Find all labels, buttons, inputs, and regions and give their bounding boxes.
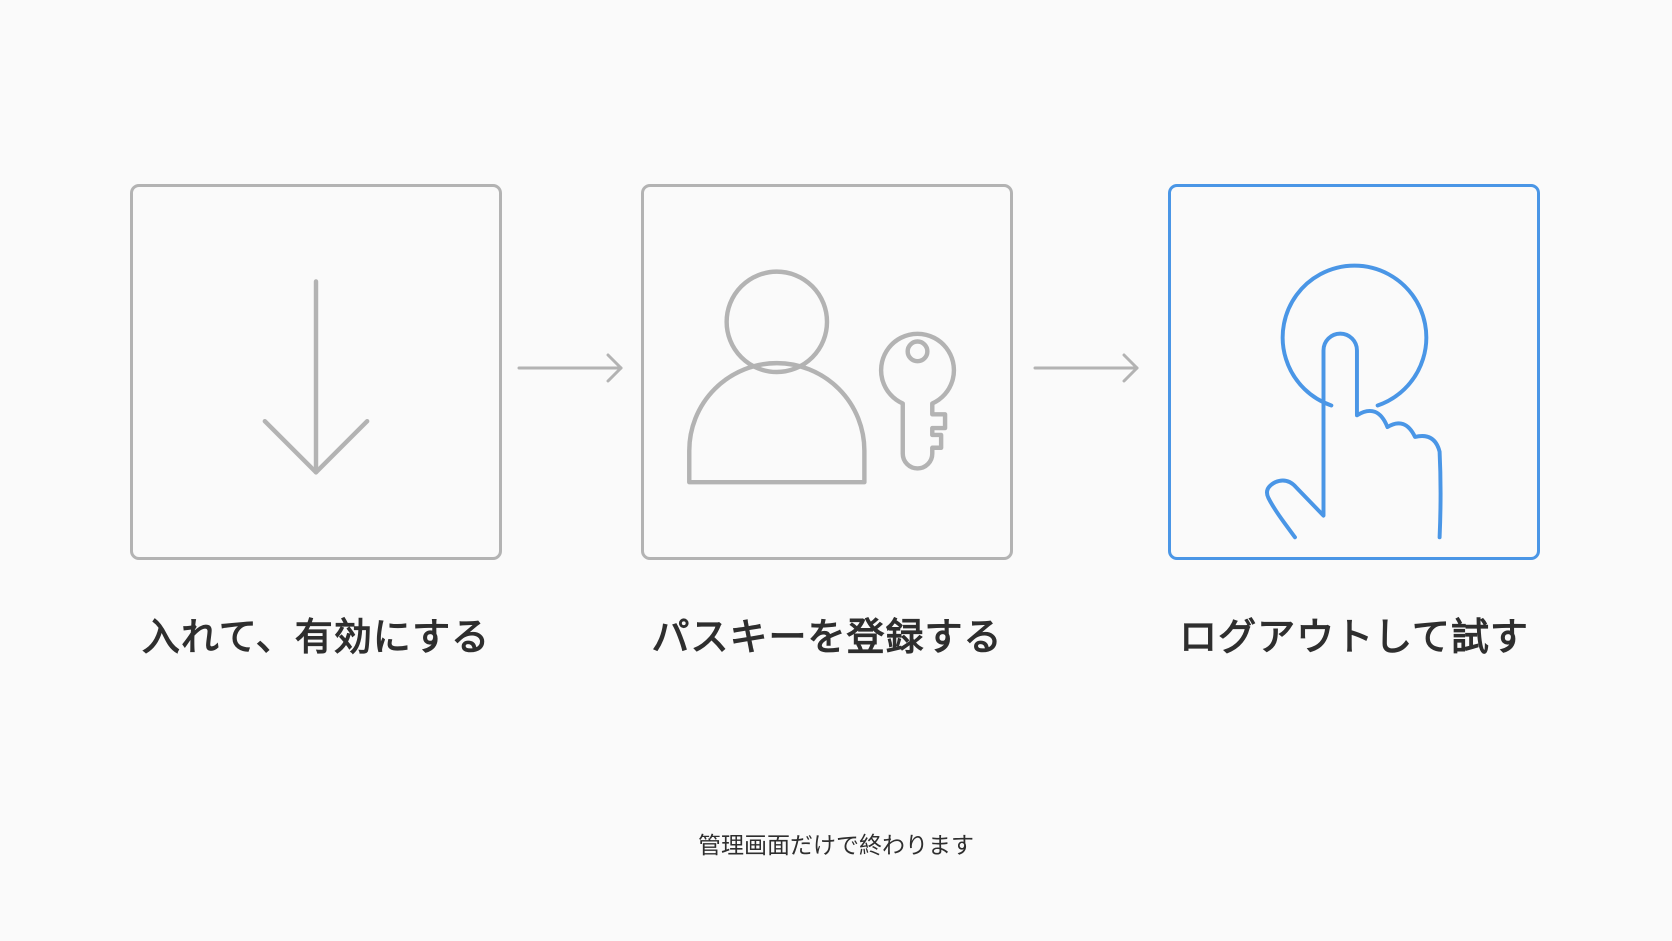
user-head: [724, 269, 830, 375]
key-icon: [878, 331, 957, 471]
tap-ripple: [1280, 263, 1429, 408]
download-arrow-icon: [262, 279, 370, 475]
user-key-icon: [687, 269, 957, 485]
step-2-label: パスキーを登録する: [651, 615, 1003, 659]
arrow-right-icon: [1033, 353, 1139, 383]
footer-note: 管理画面だけで終わります: [698, 833, 974, 859]
step-2-card: [641, 184, 1013, 560]
pointing-hand: [1265, 331, 1443, 540]
arrow-right-icon: [517, 353, 623, 383]
step-3-card: [1168, 184, 1540, 560]
step-1-card: [130, 184, 502, 560]
tap-gesture-icon: [1265, 263, 1443, 540]
step-1-label: 入れて、有効にする: [141, 615, 491, 659]
user-shoulders: [687, 360, 867, 485]
step-3-label: ログアウトして試す: [1179, 615, 1529, 659]
